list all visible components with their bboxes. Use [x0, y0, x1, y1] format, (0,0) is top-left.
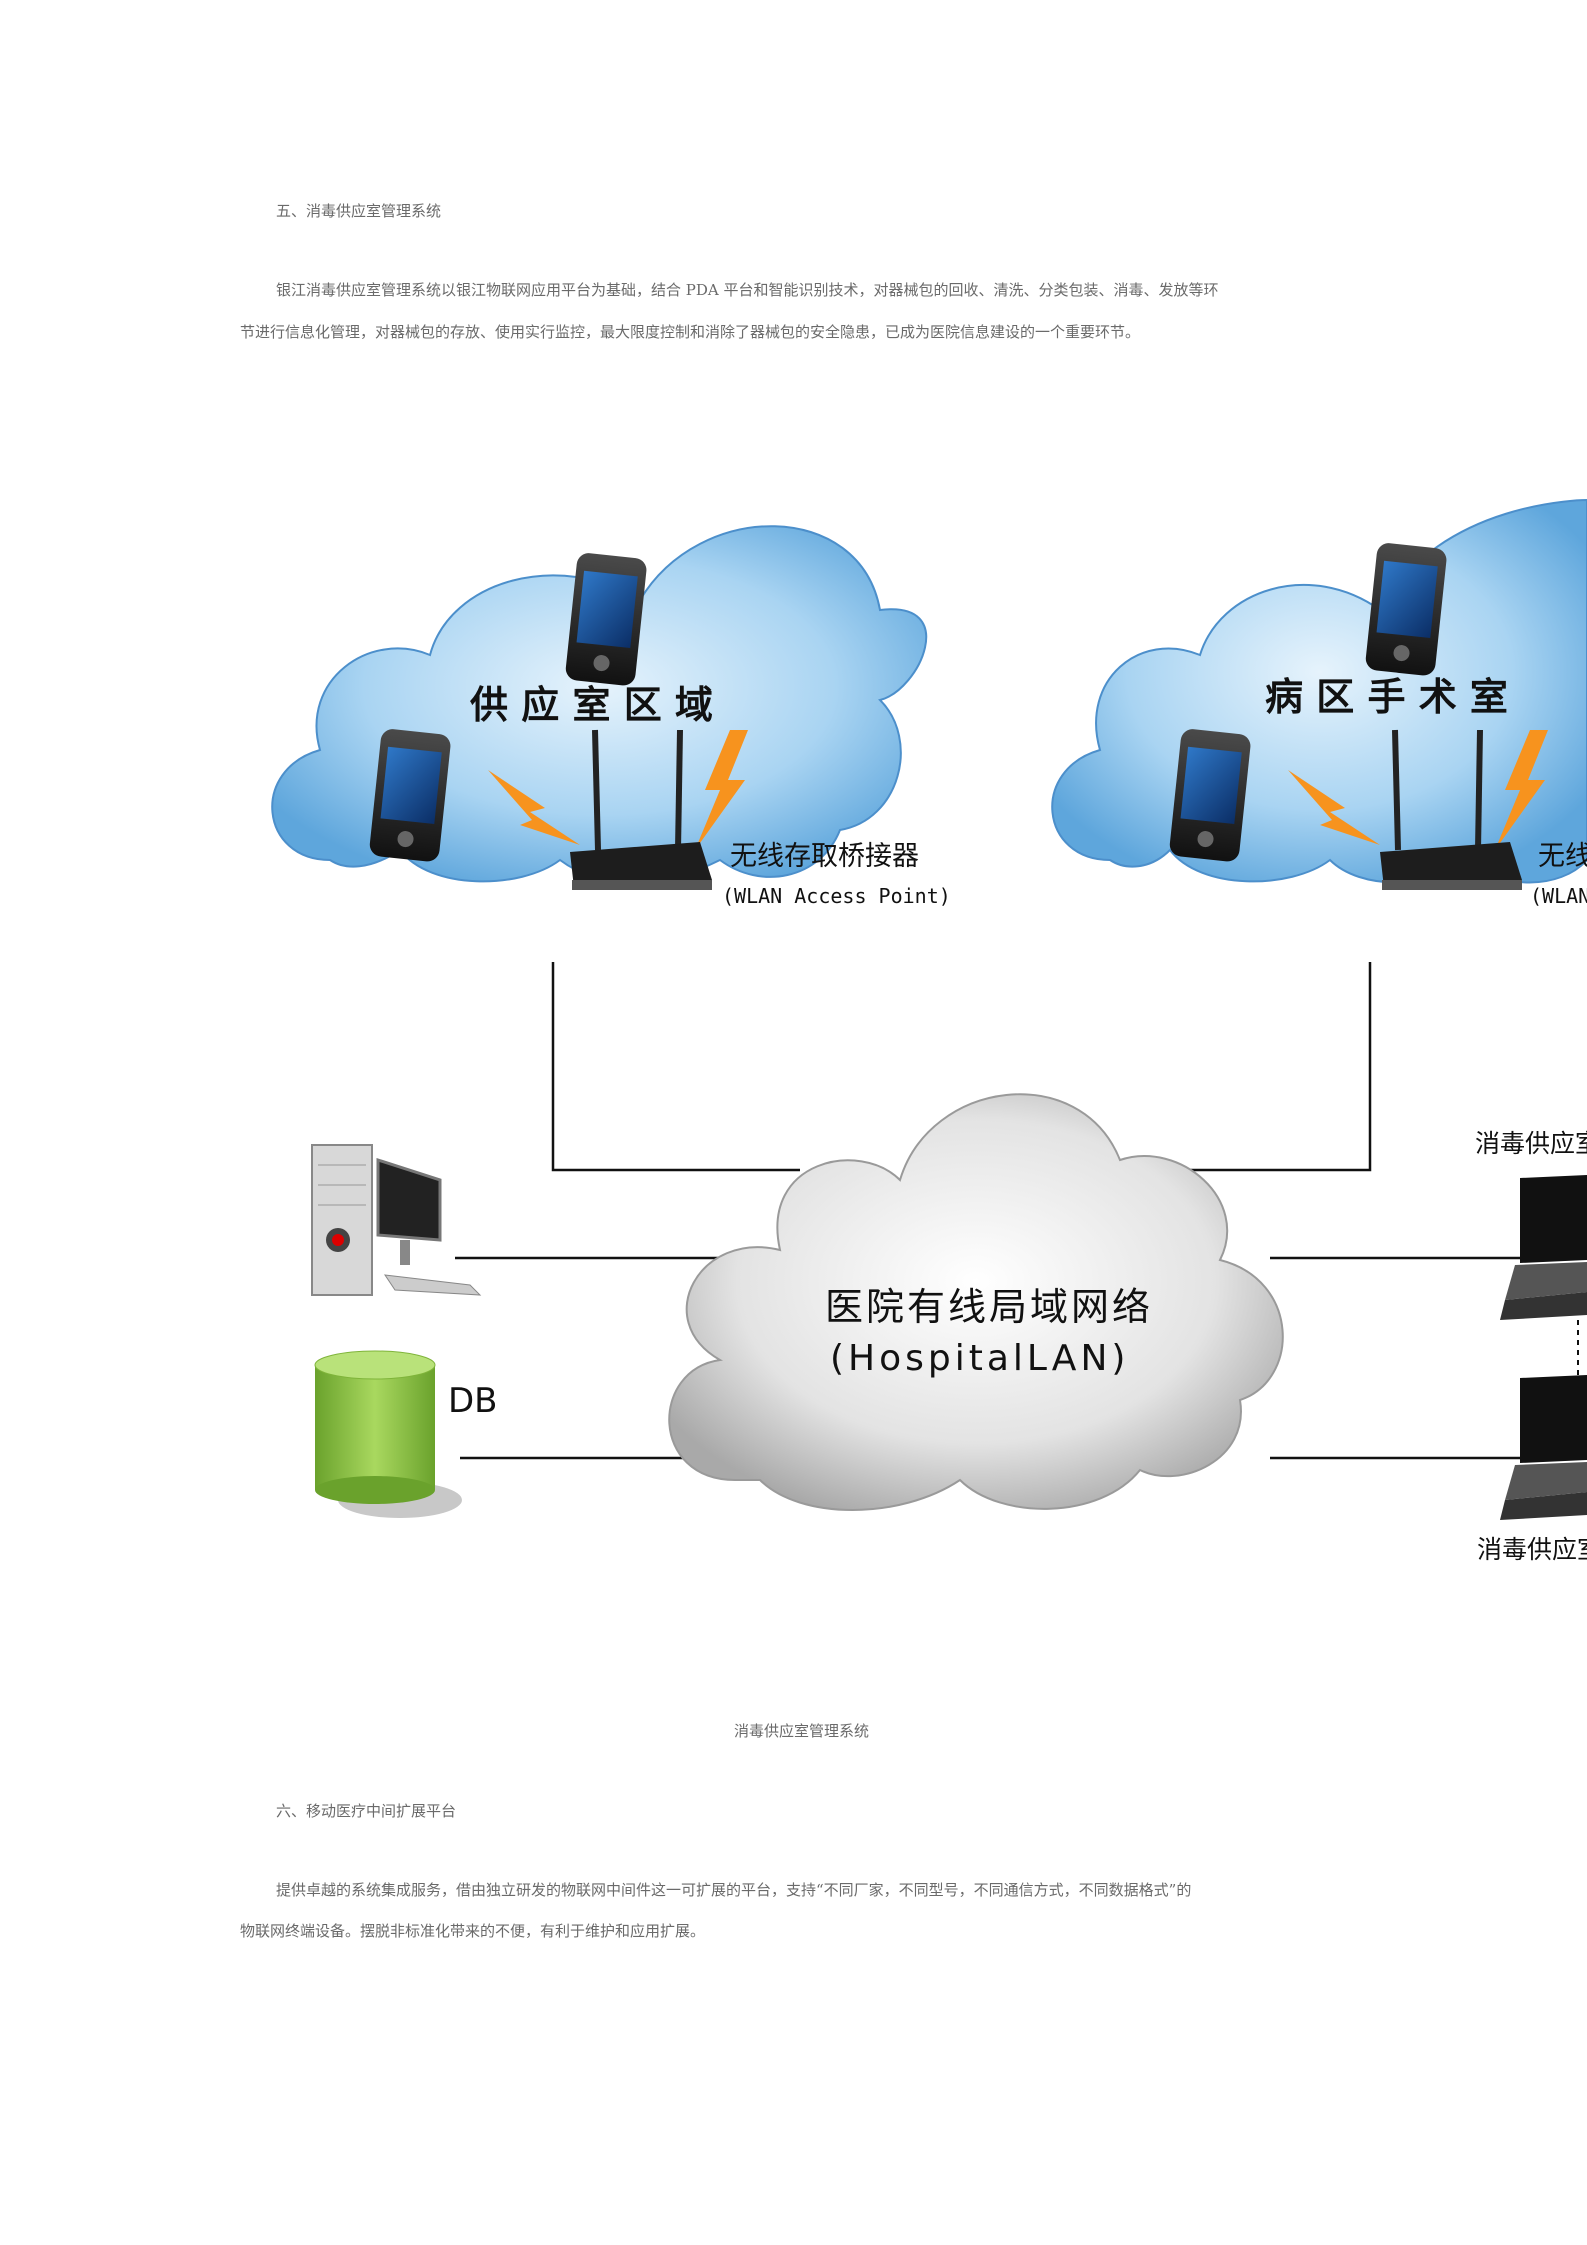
- ap-sublabel: (WLAN Access Point): [722, 884, 951, 908]
- pda-device-icon: [565, 553, 647, 686]
- section-heading: 六、移动医疗中间扩展平台: [276, 1802, 457, 1820]
- network-diagram: 供 应 室 区 域 病 区 手 术 室: [271, 498, 1587, 1564]
- laptop-icon: [1500, 1375, 1587, 1520]
- cloud-hospital-lan: 医院有线局域网络 (HospitalLAN): [668, 1093, 1284, 1511]
- wireless-signal-icon: [488, 730, 1548, 850]
- router-icon: [1380, 729, 1522, 890]
- pda-device-icon: [369, 729, 451, 862]
- ap-label: 无线存取桥接器: [730, 841, 919, 872]
- laptop-icon: [1500, 1175, 1587, 1320]
- section-heading: 五、消毒供应室管理系统: [276, 202, 442, 220]
- router-icon: [570, 729, 712, 890]
- pda-device-icon: [1365, 543, 1447, 676]
- ap-label: 无线: [1538, 841, 1587, 872]
- laptop-label: 消毒供应室: [1477, 1535, 1587, 1564]
- laptop-label: 消毒供应室: [1475, 1129, 1587, 1158]
- lan-subtitle: (HospitalLAN): [830, 1338, 1129, 1379]
- paragraph-line: 提供卓越的系统集成服务，借由独立研发的物联网中间件这一可扩展的平台，支持“不同厂…: [276, 1881, 1192, 1899]
- figure-caption: 消毒供应室管理系统: [734, 1722, 870, 1740]
- paragraph-line: 银江消毒供应室管理系统以银江物联网应用平台为基础，结合 PDA 平台和智能识别技…: [276, 281, 1219, 299]
- lan-title: 医院有线局域网络: [825, 1285, 1153, 1329]
- db-label: DB: [448, 1381, 498, 1421]
- ap-sublabel: (WLAN: [1530, 884, 1587, 908]
- cloud-supply-title: 供 应 室 区 域: [470, 683, 713, 727]
- paragraph-line: 物联网终端设备。摆脱非标准化带来的不便，有利于维护和应用扩展。: [240, 1922, 706, 1940]
- paragraph-line: 节进行信息化管理，对器械包的存放、使用实行监控，最大限度控制和消除了器械包的安全…: [240, 323, 1141, 341]
- pda-device-icon: [1169, 729, 1251, 862]
- cloud-ward-title: 病 区 手 术 室: [1265, 675, 1508, 719]
- desktop-computer-icon: [311, 1144, 482, 1296]
- database-icon: DB: [314, 1350, 498, 1518]
- network-links: [455, 962, 1587, 1460]
